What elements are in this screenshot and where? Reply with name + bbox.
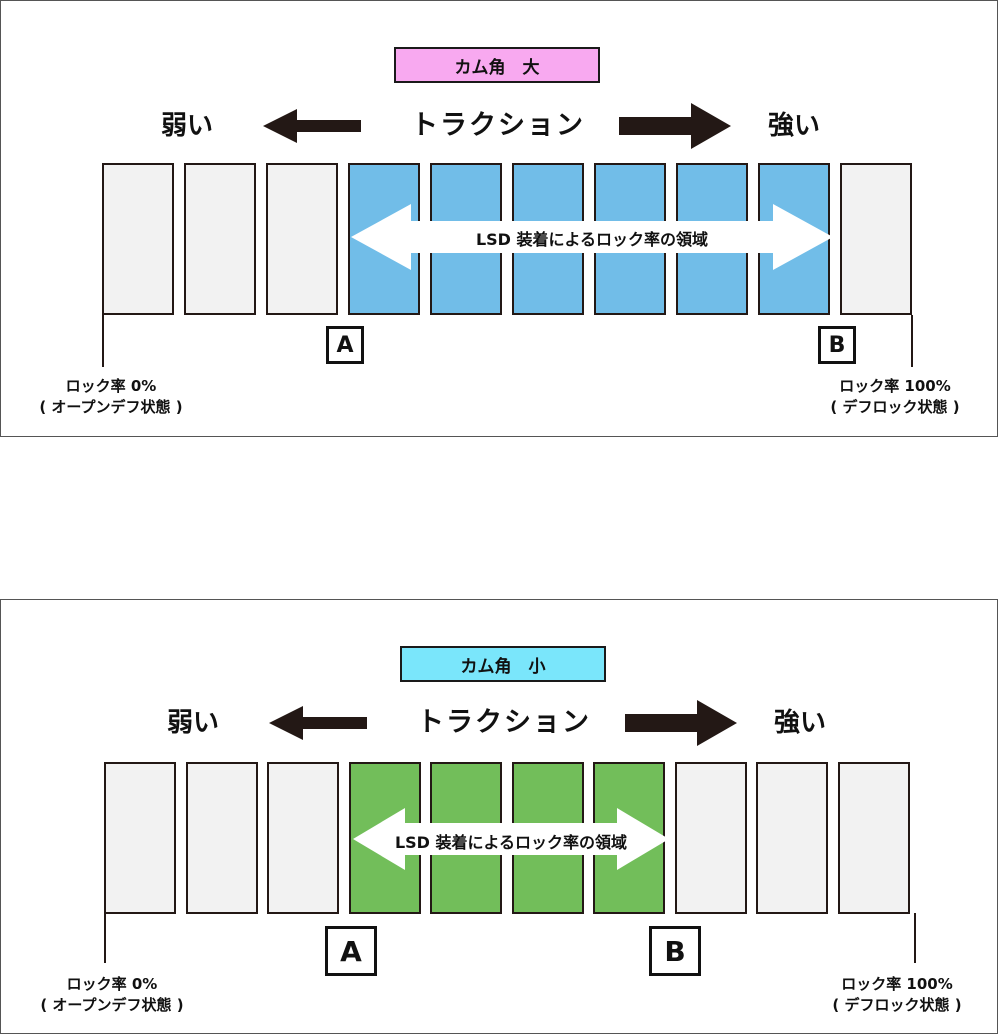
marker-b: B [818,326,856,364]
empty-cell [840,163,912,315]
empty-cell [267,762,339,914]
weak-label: 弱い [161,111,214,141]
range-label: LSD 装着によるロック率の領域 [475,230,709,249]
range-label: LSD 装着によるロック率の領域 [394,833,628,852]
right-end-line2: ( デフロック状態 ) [830,398,960,416]
range-arrow-icon [353,808,669,870]
marker-a: A [326,326,364,364]
title-cam-angle-small: カム角 小 [400,646,606,682]
arrow-left-icon [263,109,361,143]
empty-cell [184,163,256,315]
left-end-label: ロック率 0% ( オープンデフ状態 ) [21,974,203,1016]
strong-label: 強い [774,708,827,738]
right-end-line [911,315,913,367]
right-end-label: ロック率 100% ( デフロック状態 ) [811,974,983,1016]
marker-a: A [325,926,377,976]
left-end-line2: ( オープンデフ状態 ) [40,996,184,1014]
right-end-line1: ロック率 100% [841,975,953,993]
arrow-right-icon [619,103,731,149]
left-end-label: ロック率 0% ( オープンデフ状態 ) [21,376,201,418]
left-end-line1: ロック率 0% [66,975,158,993]
right-end-line2: ( デフロック状態 ) [832,996,962,1014]
strong-label: 強い [768,111,821,141]
left-end-line [102,315,104,367]
right-end-line1: ロック率 100% [839,377,951,395]
right-end-line [914,913,916,963]
left-end-line1: ロック率 0% [65,377,157,395]
empty-cell [104,762,176,914]
empty-cell [674,762,747,914]
weak-label: 弱い [167,708,220,738]
empty-cell [266,163,338,315]
marker-b: B [649,926,701,976]
left-end-line2: ( オープンデフ状態 ) [39,398,183,416]
left-end-line [104,913,106,963]
traction-label: トラクション [411,110,585,141]
empty-cell [837,762,910,914]
right-end-label: ロック率 100% ( デフロック状態 ) [809,376,981,418]
title-cam-angle-large: カム角 大 [394,47,600,83]
empty-cell [185,762,258,914]
arrow-left-icon [269,706,367,740]
empty-cell [102,163,174,315]
panel-cam-angle-large: カム角 大 弱い トラクション 強い LSD 装着によるロック率の領域 A B … [0,0,998,437]
panel-cam-angle-small: カム角 小 弱い トラクション 強い LSD 装着によるロック率の領域 A B … [0,599,998,1034]
range-arrow-icon [351,204,833,270]
arrow-right-icon [625,700,737,746]
traction-label: トラクション [417,707,591,738]
empty-cell [756,762,828,914]
